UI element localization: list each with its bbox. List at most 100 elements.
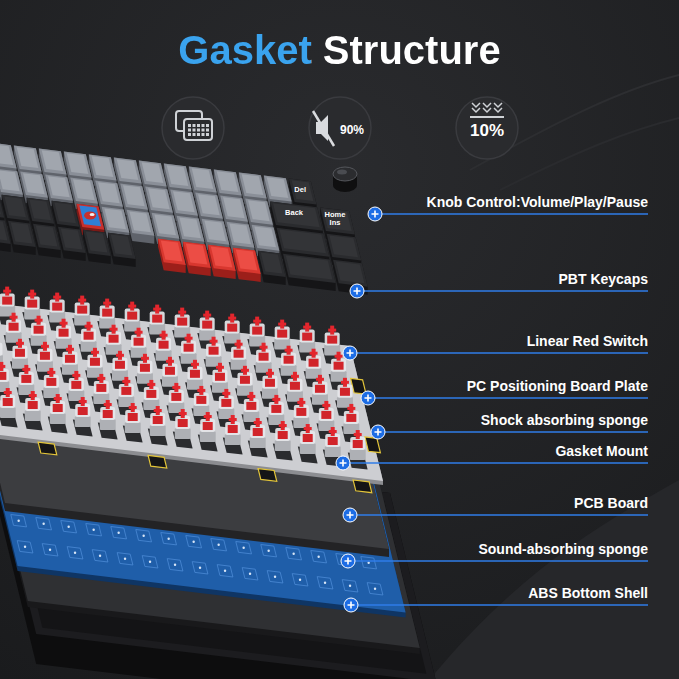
pcb-dot: [274, 576, 276, 578]
keycap-top: [117, 159, 139, 180]
pcb-dot: [267, 550, 269, 552]
switch-red-body: [221, 399, 231, 407]
switch-stem: [316, 378, 324, 381]
monitor-icon: [184, 119, 212, 140]
gasket-tab: [353, 480, 372, 493]
artisan-swirl: [84, 211, 96, 219]
keycap-top: [179, 217, 201, 238]
keyboard-icon-key: [188, 129, 191, 132]
switch-red-body: [77, 306, 87, 314]
switch-stem: [279, 424, 287, 427]
switch-stem: [135, 331, 143, 334]
switch-stem: [335, 355, 343, 358]
pcb-pad: [186, 536, 202, 548]
switch-red-body: [9, 323, 19, 331]
keycap-top: [229, 223, 251, 244]
switch-stem: [204, 415, 212, 418]
pcb-pad: [242, 568, 258, 580]
switch-red-body: [190, 370, 200, 378]
leader-plus: [340, 460, 347, 467]
pcb-pad: [292, 574, 308, 586]
pcb-dot: [42, 523, 44, 525]
switch-stem: [241, 369, 249, 372]
keycap-top: [323, 209, 352, 231]
pcb-pad: [11, 515, 27, 527]
switch-stem: [347, 407, 355, 410]
switch-stem: [254, 421, 262, 424]
keycap-base: [183, 242, 211, 268]
keyboard-icon-key: [193, 133, 196, 136]
keycap-base: [227, 222, 255, 248]
leader-plus: [348, 602, 355, 609]
switch-red-body: [240, 376, 250, 384]
keycap-top: [292, 180, 314, 201]
keycap-base: [77, 204, 105, 230]
leader-line: [350, 352, 648, 354]
leader-plus: [345, 558, 352, 565]
keycap-top: [67, 153, 89, 174]
down-chevron: [483, 108, 491, 112]
switch-stem: [304, 427, 312, 430]
switch-red-body: [271, 405, 281, 413]
switch-red-body: [302, 333, 312, 341]
switch-red-body: [165, 367, 175, 375]
feature-icons: [162, 97, 518, 159]
keycap-top: [279, 229, 326, 253]
keycap-top: [4, 196, 26, 217]
switch-red-body: [259, 353, 269, 361]
pcb-pad: [311, 551, 327, 563]
keycap-base: [127, 210, 155, 236]
keycap-base: [277, 228, 330, 257]
keycap-top: [61, 229, 83, 250]
keyboard-icon-key: [188, 124, 191, 127]
pcb-dot: [92, 529, 94, 531]
switch-stem: [328, 329, 336, 332]
leader-line: [348, 560, 648, 562]
pcb-dot: [174, 564, 176, 566]
switch-red-body: [252, 327, 262, 335]
switch-stem: [22, 368, 30, 371]
switch-red-body: [315, 385, 325, 393]
switch-red-body: [0, 372, 6, 380]
keycap-base: [158, 239, 186, 265]
keycap-base-side: [8, 221, 36, 255]
switch-red-body: [309, 359, 319, 367]
keycap-base: [177, 216, 205, 242]
pcb-pad: [67, 547, 83, 559]
keycap-base: [283, 254, 336, 283]
keycap-base: [245, 199, 273, 225]
switch-stem: [247, 395, 255, 398]
switch-stem: [153, 308, 161, 311]
pcb-dot: [199, 567, 201, 569]
switch-stem: [10, 316, 18, 319]
icon-circle: [309, 97, 371, 159]
keycap-top: [42, 150, 64, 171]
pcb-pad: [192, 562, 208, 574]
switch-red-body: [27, 300, 37, 308]
switch-stem: [78, 299, 86, 302]
switch-stem: [291, 375, 299, 378]
keycap-top: [198, 194, 220, 215]
keyboard-icon-key: [206, 129, 209, 132]
switch-stem: [3, 290, 11, 293]
switch-red-body: [128, 413, 138, 421]
keycap-base: [39, 149, 67, 175]
icon-badge: 90%: [333, 121, 371, 139]
positioning-plate-side: [0, 300, 383, 485]
keycap-top: [242, 174, 264, 195]
pcb-dot: [17, 520, 19, 522]
switch-stem: [72, 374, 80, 377]
switch-stem: [203, 314, 211, 317]
switch-housing-bottom: [350, 449, 366, 460]
keycap-top: [104, 208, 126, 229]
keycap-legend: Back: [273, 204, 315, 223]
switch-stem: [103, 302, 111, 305]
keycap-base: [152, 213, 180, 239]
pcb-dot: [217, 544, 219, 546]
pcb-dot: [224, 570, 226, 572]
keycap-base: [327, 234, 362, 261]
keycap-top: [111, 235, 133, 256]
switch-stem: [166, 360, 174, 363]
pcb-dot: [149, 561, 151, 563]
